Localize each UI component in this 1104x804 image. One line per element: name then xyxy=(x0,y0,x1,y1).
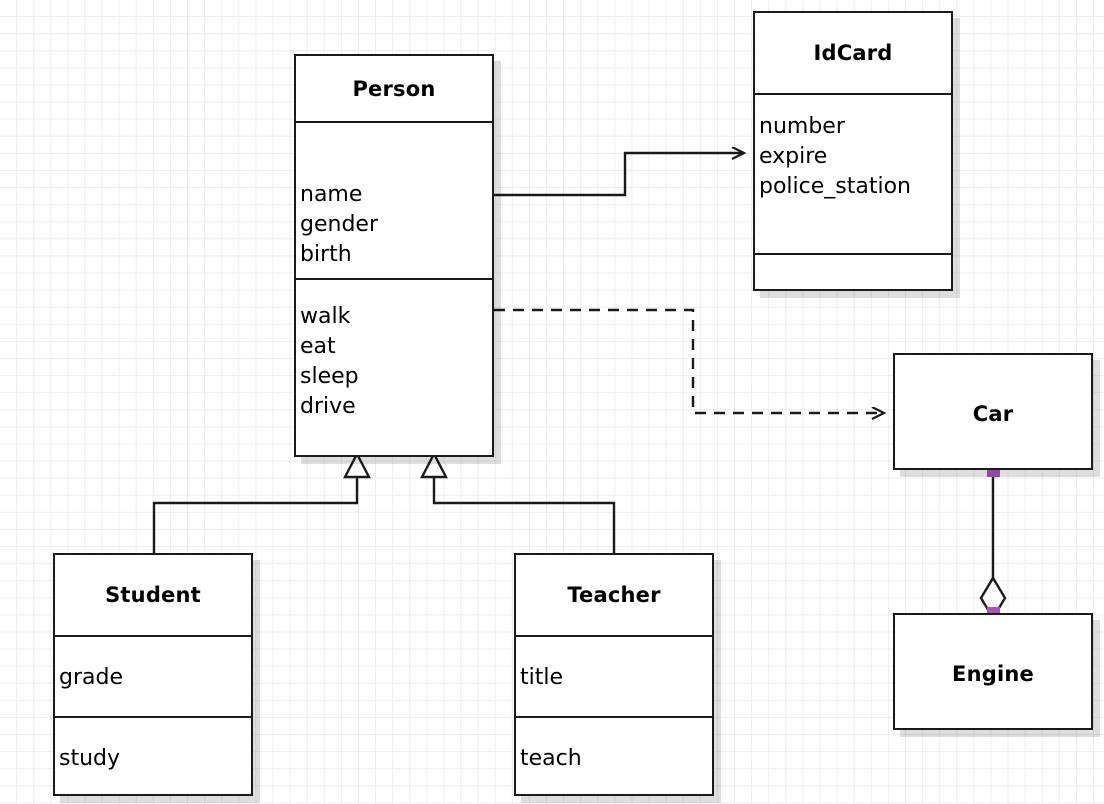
teacher-attributes-compartment: title xyxy=(516,635,712,716)
student-attribute: grade xyxy=(59,665,123,690)
teacher-attribute: title xyxy=(520,665,564,690)
person-attributes-compartment: name gender birth xyxy=(296,121,492,278)
edge-student-person[interactable] xyxy=(152,451,371,553)
uml-class-teacher[interactable]: Teacher title teach xyxy=(514,553,714,796)
uml-class-engine[interactable]: Engine xyxy=(893,613,1093,730)
teacher-methods-compartment: teach xyxy=(516,716,712,798)
idcard-methods-compartment xyxy=(755,253,951,293)
person-method: sleep xyxy=(300,364,359,389)
student-method: study xyxy=(59,746,121,771)
person-class-name: Person xyxy=(352,76,436,101)
idcard-attribute: police_station xyxy=(759,174,911,199)
idcard-class-name: IdCard xyxy=(813,41,893,65)
person-methods-compartment: walk eat sleep drive xyxy=(296,278,492,457)
edge-car-engine[interactable] xyxy=(979,470,1007,621)
uml-class-idcard[interactable]: IdCard number expire police_station xyxy=(753,11,953,291)
edge-person-car[interactable] xyxy=(494,308,884,413)
uml-class-student[interactable]: Student grade study xyxy=(53,553,253,796)
engine-class-name: Engine xyxy=(952,661,1034,686)
person-attribute: name xyxy=(300,182,363,207)
edge-teacher-person[interactable] xyxy=(420,451,616,553)
idcard-attribute: expire xyxy=(759,144,828,169)
person-title-compartment: Person xyxy=(296,56,492,121)
uml-class-car[interactable]: Car xyxy=(893,353,1093,470)
teacher-title-compartment: Teacher xyxy=(516,555,712,635)
engine-title-compartment: Engine xyxy=(895,615,1091,732)
person-method: walk xyxy=(300,304,351,329)
edge-person-idcard[interactable] xyxy=(494,153,744,197)
person-attribute: gender xyxy=(300,212,378,237)
car-title-compartment: Car xyxy=(895,355,1091,472)
person-method: eat xyxy=(300,334,336,359)
teacher-method: teach xyxy=(520,746,582,771)
idcard-title-compartment: IdCard xyxy=(755,13,951,93)
teacher-class-name: Teacher xyxy=(567,583,661,607)
person-method: drive xyxy=(300,394,356,419)
car-class-name: Car xyxy=(972,401,1014,426)
person-attribute: birth xyxy=(300,242,352,267)
student-methods-compartment: study xyxy=(55,716,251,798)
student-title-compartment: Student xyxy=(55,555,251,635)
idcard-attributes-compartment: number expire police_station xyxy=(755,93,951,253)
idcard-attribute: number xyxy=(759,114,845,139)
uml-class-person[interactable]: Person name gender birth walk eat sleep … xyxy=(294,54,494,457)
student-class-name: Student xyxy=(105,583,201,607)
student-attributes-compartment: grade xyxy=(55,635,251,716)
